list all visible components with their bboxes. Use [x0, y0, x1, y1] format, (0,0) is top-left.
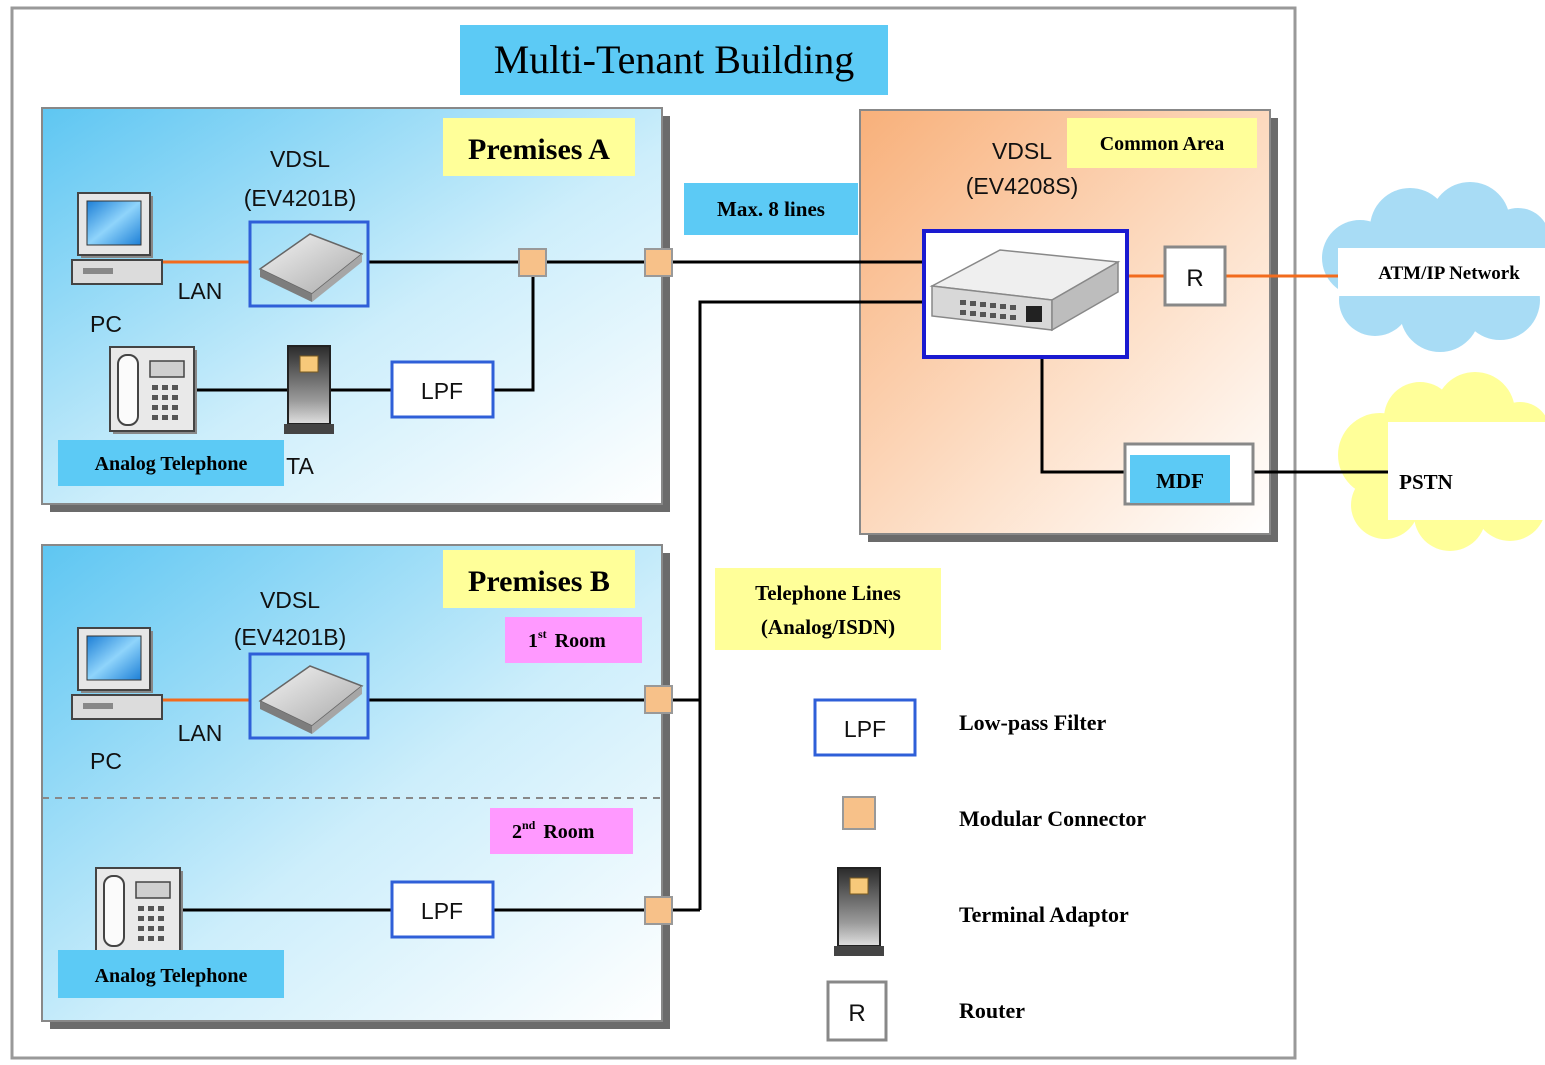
telephone-icon-b: [95, 867, 184, 956]
lpf-box-a: LPF: [390, 360, 495, 419]
vdsl-modem-b: [248, 652, 370, 740]
max-lines-label: Max. 8 lines: [684, 183, 858, 235]
lpf-line-a: [493, 262, 535, 392]
vdsl-label-common: VDSL (EV4208S): [966, 138, 1079, 199]
lan-label-b: LAN: [178, 720, 223, 746]
modular-connector-b1: [644, 685, 673, 714]
svg-text:R: R: [848, 1000, 865, 1027]
legend-connector-label: Modular Connector: [959, 806, 1146, 831]
pc-label-b: PC: [90, 748, 122, 774]
svg-text:VDSL: VDSL: [260, 587, 320, 613]
svg-text:Analog Telephone: Analog Telephone: [95, 965, 248, 987]
pstn-cloud: PSTN: [1338, 372, 1545, 551]
legend-router-symbol: R: [826, 980, 888, 1042]
svg-text:(EV4201B): (EV4201B): [234, 624, 347, 650]
svg-text:ATM/IP Network: ATM/IP Network: [1378, 263, 1520, 284]
svg-text:LPF: LPF: [421, 898, 463, 924]
vdsl-label-a: VDSL (EV4201B): [244, 146, 357, 211]
svg-text:LPF: LPF: [844, 716, 886, 742]
legend-ta-label: Terminal Adaptor: [959, 902, 1129, 927]
pc-label-a: PC: [90, 311, 122, 337]
telephone-lines-label: Telephone Lines (Analog/ISDN): [715, 568, 941, 650]
ta-label: TA: [286, 453, 314, 479]
telephone-trunk-line: [698, 300, 922, 910]
svg-text:VDSL: VDSL: [992, 138, 1052, 164]
svg-text:Telephone Lines: Telephone Lines: [755, 581, 901, 605]
lpf-box-b: LPF: [390, 880, 495, 939]
analog-telephone-label-b: Analog Telephone: [58, 950, 284, 998]
modular-connector-a2: [644, 248, 673, 277]
legend: LPF Low-pass Filter Modular Connector Te…: [813, 698, 1146, 1042]
modular-connector-b2: [644, 896, 673, 925]
vdsl-modem-a: [248, 220, 370, 308]
svg-text:PSTN: PSTN: [1399, 470, 1453, 494]
lan-label-a: LAN: [178, 278, 223, 304]
legend-ta-symbol: [833, 867, 885, 957]
svg-text:(Analog/ISDN): (Analog/ISDN): [761, 615, 895, 639]
page-title: Multi-Tenant Building: [460, 25, 888, 95]
switch-mdf-line: [1040, 358, 1125, 474]
premises-b-label: Premises B: [443, 550, 635, 608]
svg-text:MDF: MDF: [1156, 469, 1204, 493]
analog-telephone-label-a: Analog Telephone: [58, 440, 284, 486]
mdf-box: MDF: [1123, 442, 1255, 506]
svg-text:Premises B: Premises B: [468, 565, 610, 598]
svg-text:Premises A: Premises A: [468, 133, 610, 166]
terminal-adaptor-icon: [283, 345, 335, 435]
svg-text:Multi-Tenant Building: Multi-Tenant Building: [494, 37, 855, 82]
pc-icon-b: [71, 627, 163, 720]
legend-lpf-symbol: LPF: [813, 698, 917, 757]
legend-router-label: Router: [959, 998, 1025, 1023]
legend-connector-symbol: [842, 796, 876, 830]
router-box: R: [1163, 245, 1227, 307]
svg-text:R: R: [1186, 265, 1203, 292]
svg-text:(EV4201B): (EV4201B): [244, 185, 357, 211]
legend-lpf-label: Low-pass Filter: [959, 710, 1107, 735]
premises-a-label: Premises A: [443, 118, 635, 176]
svg-text:Common Area: Common Area: [1100, 133, 1225, 155]
common-area-label: Common Area: [1067, 118, 1257, 168]
vdsl-switch: [922, 229, 1129, 359]
svg-text:VDSL: VDSL: [270, 146, 330, 172]
atm-network-cloud: ATM/IP Network: [1322, 182, 1545, 352]
pc-icon-a: [71, 192, 163, 285]
svg-text:(EV4208S): (EV4208S): [966, 173, 1079, 199]
svg-text:Analog Telephone: Analog Telephone: [95, 453, 248, 475]
vdsl-label-b: VDSL (EV4201B): [234, 587, 347, 650]
svg-text:Max. 8 lines: Max. 8 lines: [717, 197, 825, 221]
svg-text:LPF: LPF: [421, 378, 463, 404]
modular-connector-a1: [518, 248, 547, 277]
telephone-icon-a: [109, 346, 198, 435]
